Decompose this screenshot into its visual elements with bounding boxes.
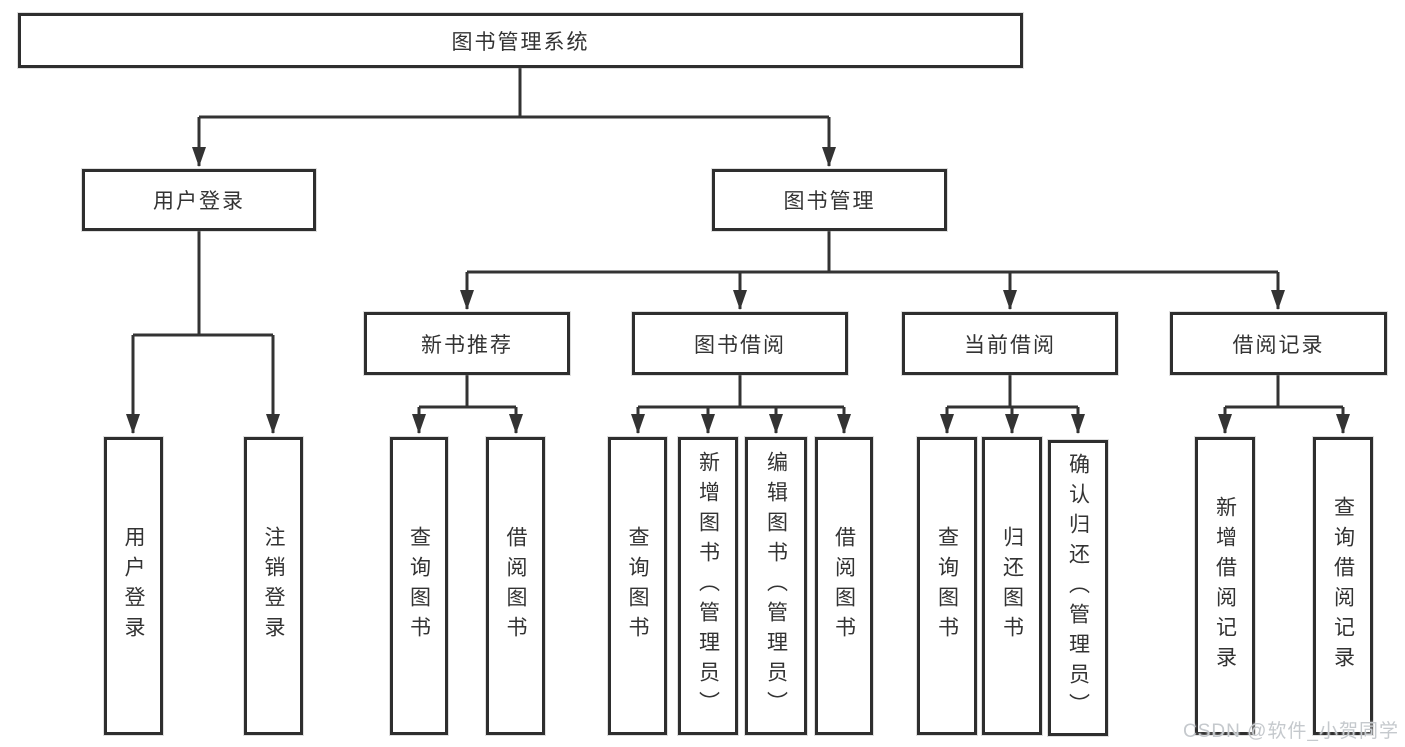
leaf-bb-add-books-admin-label: 新增图书（管理员） [696,451,720,721]
leaf-logout-label: 注销登录 [262,526,285,646]
leaf-bb-query-books: 查询图书 [608,437,667,735]
node-root-system: 图书管理系统 [18,13,1023,68]
leaf-rec-query-books: 查询图书 [390,437,448,735]
leaf-rec-query-books-label: 查询图书 [407,526,431,646]
node-borrowing-records: 借阅记录 [1170,312,1387,375]
node-book-borrowing: 图书借阅 [632,312,848,375]
node-root-system-label: 图书管理系统 [451,30,590,54]
leaf-bb-edit-books-admin: 编辑图书（管理员） [745,437,807,735]
leaf-bb-add-books-admin: 新增图书（管理员） [678,437,738,735]
leaf-br-add-record-label: 新增借阅记录 [1213,496,1237,676]
node-book-management: 图书管理 [712,169,947,231]
leaf-bb-borrow-books: 借阅图书 [815,437,873,735]
leaf-rec-borrow-books-label: 借阅图书 [504,526,527,646]
node-current-borrowing: 当前借阅 [902,312,1118,375]
node-new-book-recommend-label: 新书推荐 [421,333,513,357]
node-book-management-label: 图书管理 [783,190,876,213]
node-user-login-label: 用户登录 [153,190,245,213]
leaf-cb-query-books: 查询图书 [917,437,977,735]
leaf-bb-query-books-label: 查询图书 [626,526,649,646]
leaf-bb-edit-books-admin-label: 编辑图书（管理员） [764,451,788,721]
leaf-cb-confirm-return-admin: 确认归还（管理员） [1048,440,1108,736]
leaf-cb-query-books-label: 查询图书 [935,526,959,646]
csdn-watermark: CSDN @软件_小贺同学 [1183,721,1399,742]
leaf-rec-borrow-books: 借阅图书 [486,437,545,735]
node-book-borrowing-label: 图书借阅 [694,333,786,357]
leaf-br-query-record: 查询借阅记录 [1313,437,1373,735]
leaf-logout: 注销登录 [244,437,303,735]
leaf-br-query-record-label: 查询借阅记录 [1331,496,1355,676]
leaf-bb-borrow-books-label: 借阅图书 [832,526,856,646]
leaf-br-add-record: 新增借阅记录 [1195,437,1255,735]
leaf-user-login-label: 用户登录 [122,526,145,646]
node-user-login: 用户登录 [82,169,316,231]
leaf-cb-return-books: 归还图书 [982,437,1042,735]
node-borrowing-records-label: 借阅记录 [1232,333,1325,357]
node-current-borrowing-label: 当前借阅 [964,333,1056,357]
node-new-book-recommend: 新书推荐 [364,312,570,375]
leaf-user-login: 用户登录 [104,437,163,735]
leaf-cb-return-books-label: 归还图书 [1000,526,1024,646]
leaf-cb-confirm-return-admin-label: 确认归还（管理员） [1066,453,1090,723]
